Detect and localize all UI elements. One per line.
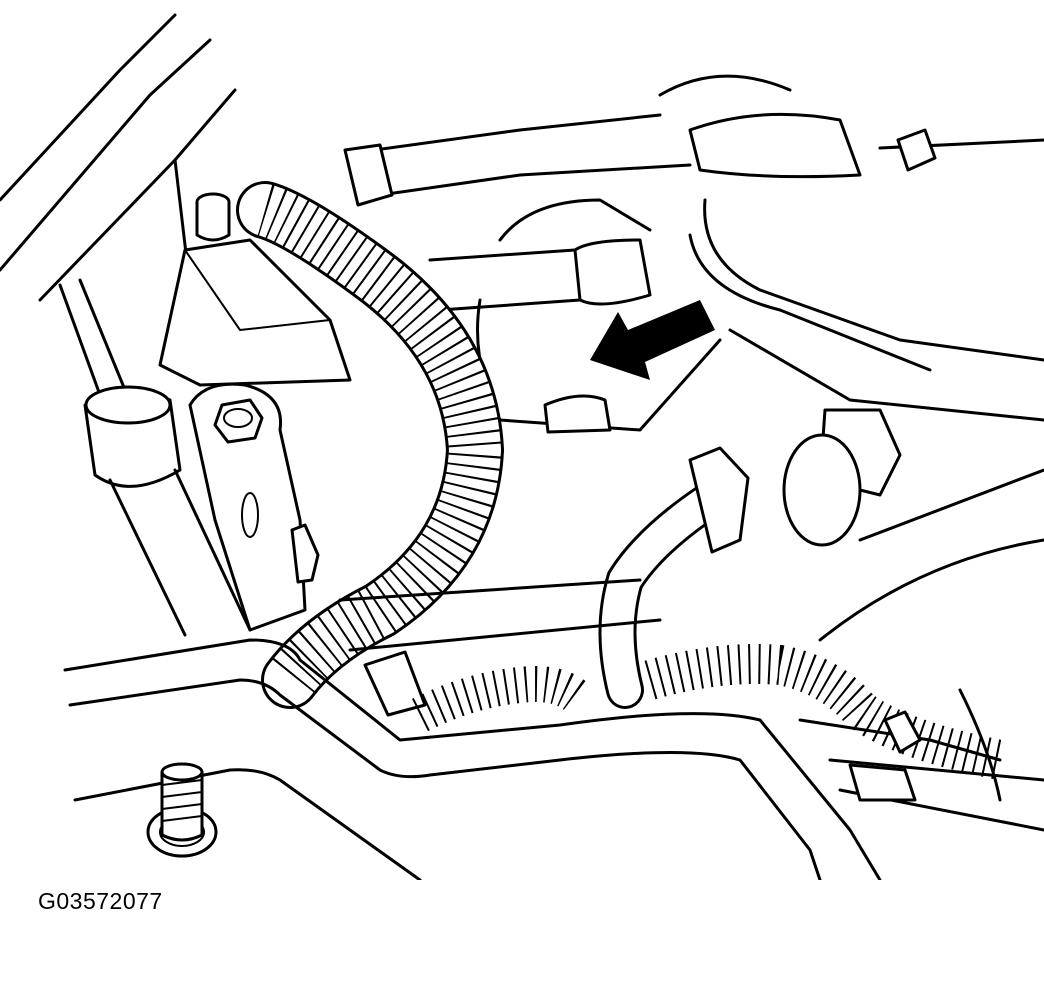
strut-rod	[58, 278, 252, 637]
wiring-harness-icon	[236, 181, 505, 709]
lower-pan	[63, 638, 1044, 880]
mounting-bracket	[158, 192, 352, 387]
upper-hose	[343, 74, 1044, 207]
small-connector	[848, 710, 922, 802]
stud-bolt	[146, 762, 218, 858]
right-housing	[688, 198, 1044, 642]
pointer-arrow-icon	[590, 300, 715, 380]
lower-harness	[338, 578, 662, 732]
link-arm	[188, 382, 320, 632]
engine-diagram	[0, 13, 1044, 880]
bolt-icon	[213, 398, 264, 444]
figure-code: G03572077	[38, 888, 163, 914]
